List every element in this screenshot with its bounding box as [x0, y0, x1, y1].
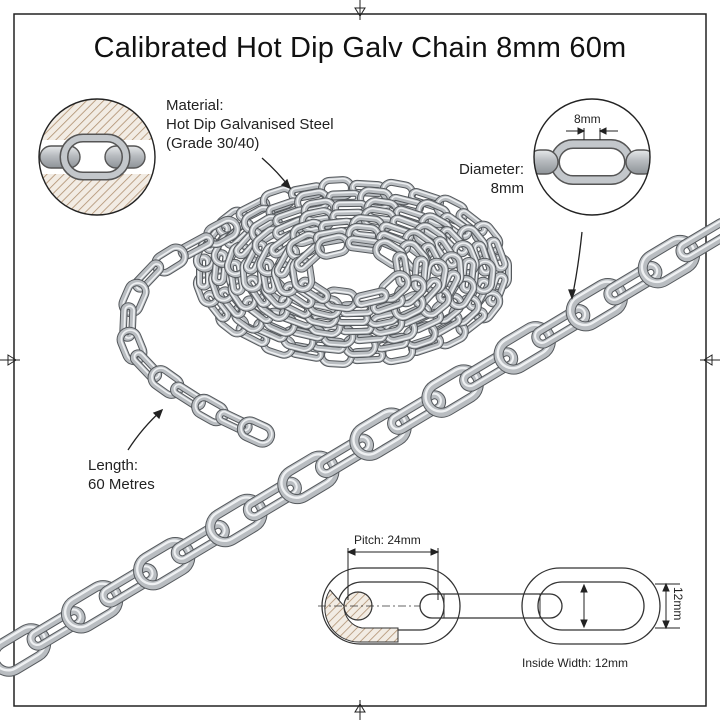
material-line-2: (Grade 30/40) [166, 135, 260, 152]
material-detail-circle [38, 98, 156, 216]
pitch-label: Pitch: 24mm [354, 533, 421, 547]
chain-link [98, 563, 158, 608]
coil-link [485, 236, 509, 273]
coil-link [415, 199, 452, 229]
tail-link [129, 349, 163, 383]
material-line-1: Hot Dip Galvanised Steel [166, 116, 334, 133]
diameter-value: 8mm [490, 180, 524, 197]
leader-lines [127, 157, 583, 451]
chain-link [26, 606, 86, 651]
diameter-label: Diameter: 8mm [452, 160, 524, 198]
length-label: Length: 60 Metres [88, 456, 155, 494]
chain-link [349, 407, 412, 461]
coil-link [202, 289, 232, 323]
chain-link [387, 390, 447, 435]
coil-link [438, 226, 470, 258]
loose-chain-end [116, 215, 276, 448]
chain-link [565, 278, 628, 332]
chain-link [60, 580, 124, 634]
inside-width-dim-label: 12mm [671, 587, 685, 621]
length-heading: Length: [88, 457, 139, 474]
material-heading: Material: [166, 97, 224, 114]
chain-link [637, 234, 701, 289]
tail-link [119, 302, 137, 342]
tail-link [215, 408, 253, 436]
tail-link [236, 416, 276, 448]
chain-link [242, 476, 302, 522]
tail-link [131, 259, 165, 293]
link-dimension-drawing [318, 548, 680, 645]
coil-link [297, 276, 332, 305]
chain-link [603, 260, 663, 306]
chain-link [459, 347, 519, 392]
chain-link [133, 537, 196, 591]
material-label: Material: Hot Dip Galvanised Steel (Grad… [166, 96, 334, 153]
diameter-detail-label: 8mm [574, 112, 601, 126]
coil-link [431, 236, 460, 270]
coil-link [314, 232, 351, 260]
diameter-detail-circle [533, 98, 651, 216]
chain-link [314, 433, 375, 479]
page-title: Calibrated Hot Dip Galv Chain 8mm 60m [93, 32, 627, 64]
diagonal-chain [0, 217, 720, 677]
chain-link [205, 493, 268, 548]
chain-link [675, 217, 720, 263]
coil-link [233, 227, 264, 260]
coil-link [417, 212, 454, 243]
coil-link [410, 255, 429, 293]
coil-link [353, 287, 390, 309]
tail-link [191, 393, 229, 427]
chain-link [493, 321, 556, 375]
inside-width-label: Inside Width: 12mm [522, 656, 629, 670]
chain-link [0, 623, 52, 677]
length-value: 60 Metres [88, 476, 155, 493]
tail-link [170, 381, 206, 411]
diameter-heading: Diameter: [458, 161, 524, 178]
chain-link [531, 304, 591, 349]
coiled-chain [192, 176, 512, 368]
chain-link [277, 450, 340, 505]
chain-link [170, 519, 230, 565]
chain-link [421, 364, 484, 418]
